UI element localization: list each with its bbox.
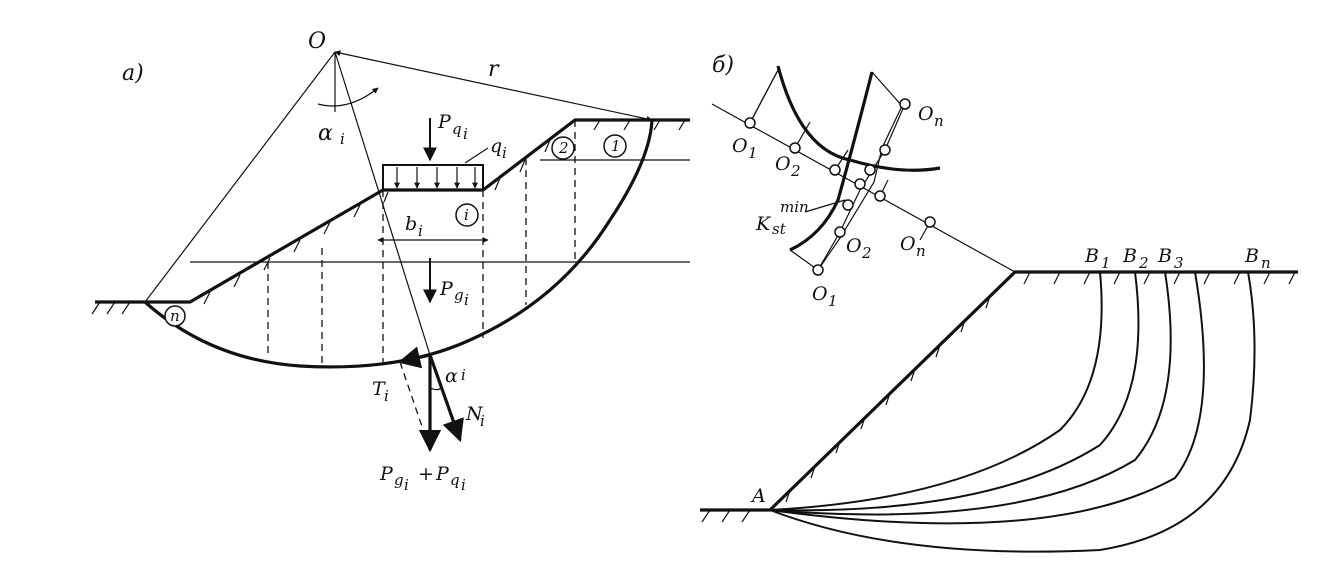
o2-sub: 2: [790, 162, 801, 180]
center-o-label: O: [308, 29, 326, 54]
sum-p1: P: [379, 463, 394, 485]
n-label: N: [465, 403, 484, 425]
slice-i-text: i: [464, 206, 469, 224]
pq-sub: q: [452, 120, 462, 138]
sum-sub2b: i: [461, 476, 466, 494]
slice-1-text: 1: [611, 137, 621, 155]
k-sub: st: [772, 220, 787, 238]
pg-sub2: i: [464, 291, 469, 309]
b1-label: B: [1084, 245, 1099, 267]
o2-prime-sub: 2: [861, 244, 872, 262]
slice-n-text: n: [170, 307, 180, 325]
a-label: A: [750, 485, 766, 507]
cross-profile-right: [817, 71, 903, 271]
kst-profile-1: [749, 69, 779, 124]
perp-centers-line: [817, 103, 906, 271]
b2-label: B: [1122, 245, 1137, 267]
ground-hatching-a: [91, 119, 686, 315]
triangle-dash: [399, 361, 431, 451]
load-arrows: [394, 167, 478, 189]
panel-a-label: a): [122, 61, 144, 86]
slice-2-text: 2: [558, 139, 569, 157]
b3-label: B: [1157, 245, 1172, 267]
panel-b-label: б): [712, 53, 734, 78]
load-block: [382, 164, 484, 191]
sum-sub1: g: [394, 471, 404, 489]
b-sub: i: [418, 222, 423, 240]
pg-label: P: [439, 278, 454, 300]
slice-2-marker: [551, 136, 575, 160]
alpha-label: α: [318, 121, 333, 146]
o1-prime-label: O: [812, 283, 828, 305]
on-prime-label: O: [918, 103, 934, 125]
pg-sub: g: [454, 286, 464, 304]
on-prime-sub: n: [934, 112, 944, 130]
alpha2-label: α: [445, 365, 458, 387]
radius-left: [144, 51, 336, 303]
slip-curves-b: [769, 271, 1256, 553]
slice-dividers: [267, 120, 576, 368]
t-label: T: [372, 378, 386, 400]
radius-r-label: r: [488, 57, 500, 82]
o1-label: O: [732, 135, 748, 157]
b1-sub: 1: [1101, 254, 1111, 272]
o2-label: O: [775, 153, 791, 175]
on-label: O: [900, 233, 916, 255]
sum-plus: +: [418, 463, 434, 485]
bn-sub: n: [1261, 254, 1271, 272]
slice-n-marker: [164, 305, 186, 327]
q-label: q: [490, 135, 502, 157]
radius-right: [334, 50, 653, 122]
slope-surface-b: [700, 270, 1298, 512]
alpha2-sub: i: [461, 366, 466, 384]
o2-prime-label: O: [846, 235, 862, 257]
ground-hatching-b: [701, 271, 1296, 523]
sum-sub2: q: [450, 471, 460, 489]
slip-arc-a: [143, 119, 654, 369]
pq-label: P: [437, 111, 452, 133]
slice-1-marker: [603, 134, 627, 158]
o1-prime-sub: 1: [828, 292, 838, 310]
on-sub: n: [916, 242, 926, 260]
b-label: b: [405, 213, 417, 235]
center-points: [744, 98, 936, 276]
o1-sub: 1: [748, 144, 758, 162]
sum-p2: P: [435, 463, 450, 485]
tangent-force: [397, 346, 431, 369]
panel-b: б) O 1 O 2 O n O n O 2 O 1 K st min A B …: [700, 53, 1298, 553]
t-sub: i: [384, 387, 389, 405]
kst-leader: [804, 199, 846, 213]
kst-curve-cross: [789, 71, 874, 252]
slope-surface-a: [95, 118, 690, 304]
angle-arc-top: [317, 87, 379, 107]
b2-sub: 2: [1138, 254, 1149, 272]
alpha-sub: i: [340, 130, 345, 148]
sum-sub1b: i: [404, 476, 409, 494]
k-sup: min: [780, 198, 809, 216]
panel-a: a) O r α i P q i q i b i i 1 2 n P g i T…: [91, 29, 690, 494]
pq-sub2: i: [463, 125, 468, 143]
k-label: K: [755, 213, 772, 235]
bn-label: B: [1244, 245, 1259, 267]
slice-i-marker: [455, 203, 479, 227]
q-leader: [464, 147, 489, 164]
n-sub: i: [480, 412, 485, 430]
b3-sub: 3: [1174, 254, 1184, 272]
normal-force: [428, 354, 464, 443]
angle-arc-bottom: [429, 385, 443, 391]
q-sub: i: [502, 144, 507, 162]
